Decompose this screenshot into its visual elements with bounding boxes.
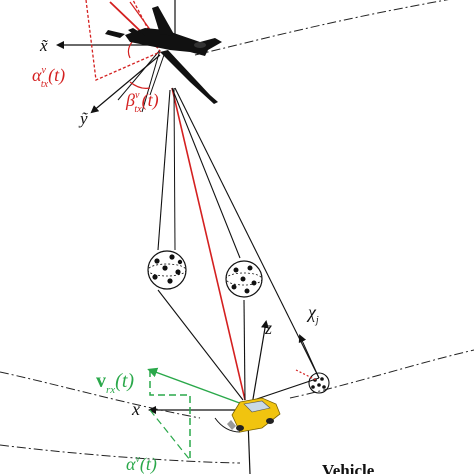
chi-label: χj bbox=[306, 302, 319, 326]
uav-y-axis bbox=[90, 54, 161, 114]
x-label: x bbox=[131, 399, 140, 419]
propagation-paths bbox=[157, 87, 320, 403]
chi-pointer bbox=[298, 334, 320, 379]
beta-tx-arc bbox=[129, 81, 151, 89]
uav-icon bbox=[105, 6, 222, 104]
road-edge-top bbox=[194, 0, 449, 56]
velocity-label: vrx(t) bbox=[96, 370, 134, 396]
velocity-projection bbox=[149, 370, 191, 460]
x-tilde-label: x̃ bbox=[39, 36, 48, 55]
uav-heading-line-2 bbox=[141, 49, 161, 113]
tx-angle-box bbox=[85, 0, 161, 81]
uav-heading-line-3 bbox=[149, 51, 166, 96]
vehicle-icon bbox=[227, 397, 281, 433]
road-edge-lower bbox=[0, 444, 241, 464]
rx-z-axis bbox=[251, 320, 269, 406]
alpha-rx-label: αv(t) bbox=[126, 454, 157, 474]
uav-heading-line bbox=[117, 49, 161, 101]
velocity-vector bbox=[147, 367, 246, 406]
alpha-rx-arc bbox=[214, 417, 241, 433]
scatterer-cluster-icon bbox=[147, 250, 187, 290]
z-label: z bbox=[264, 318, 272, 338]
road-edge-bottom-right bbox=[289, 349, 474, 399]
scatterer-cluster-icon bbox=[308, 372, 330, 394]
velocity-projection-2 bbox=[149, 409, 191, 461]
y-tilde-label: ỹ bbox=[78, 109, 88, 128]
vehicle-label: Vehicle bbox=[322, 461, 375, 474]
scatterer-cluster-icon bbox=[225, 260, 263, 298]
alpha-tx-arc bbox=[127, 41, 133, 59]
road-edge-bottom-left bbox=[0, 371, 201, 419]
